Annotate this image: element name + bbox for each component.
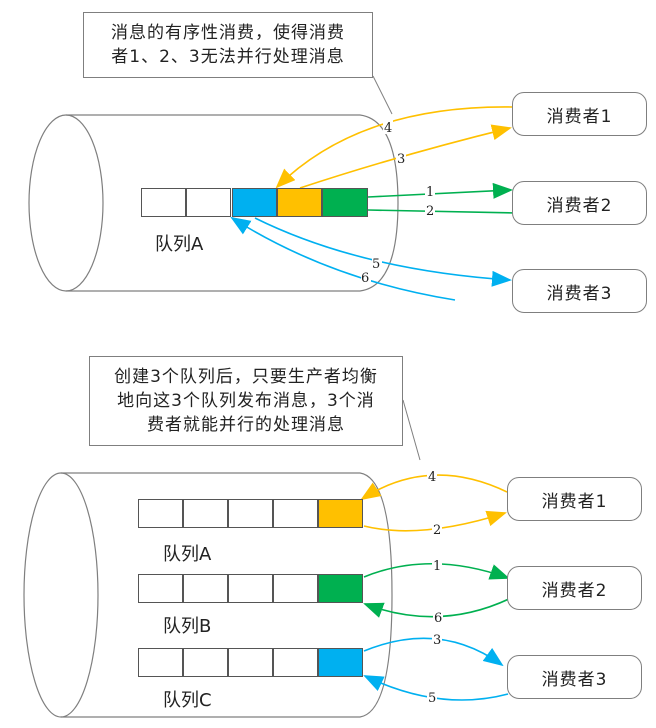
consumer-3: 消费者3 <box>507 655 642 699</box>
consumer-2: 消费者2 <box>507 566 642 610</box>
callout-line: 者1、2、3无法并行处理消息 <box>111 47 345 67</box>
top-arrows <box>230 106 518 301</box>
top-cylinder <box>28 114 399 292</box>
arrow-label-6: 6 <box>361 271 369 286</box>
arrow-label-5: 5 <box>428 691 436 706</box>
queue-cell <box>138 499 183 528</box>
callout-line: 消息的有序性消费，使得消费 <box>111 23 345 43</box>
queue-cell-orange <box>318 499 363 528</box>
arrow-label-2: 2 <box>433 523 441 538</box>
arrow-label-1: 1 <box>433 559 441 574</box>
arrow-6 <box>230 216 456 301</box>
queue-cell <box>183 648 228 677</box>
bottom-arrow-labels: 4 2 1 6 3 5 <box>427 469 443 706</box>
queue-cell-blue <box>318 648 363 677</box>
cylinder-end-ellipse <box>23 472 99 718</box>
queue-cell-green <box>318 574 363 603</box>
arrow-4 <box>275 106 513 189</box>
arrow-label-1: 1 <box>426 185 434 200</box>
consumer-2: 消费者2 <box>512 181 647 225</box>
queue-label: 队列B <box>163 616 212 637</box>
queue-label: 队列C <box>163 690 212 711</box>
queue-cell-blue <box>232 188 277 217</box>
top-callout: 消息的有序性消费，使得消费 者1、2、3无法并行处理消息 <box>83 12 373 78</box>
callout-pointer <box>372 75 393 115</box>
top-arrow-labels: 1 2 3 4 5 6 <box>361 120 435 286</box>
arrow-5 <box>254 217 512 287</box>
arrow-label-6: 6 <box>434 611 442 626</box>
queue-cell <box>183 499 228 528</box>
queue-label: 队列A <box>155 234 204 255</box>
queue-cell <box>141 188 186 217</box>
queue-cell <box>273 574 318 603</box>
arrow-5 <box>363 675 509 701</box>
callout-line: 费者就能并行的处理消息 <box>146 415 345 435</box>
bottom-callout: 创建3个队列后，只要生产者均衡 地向这3个队列发布消息，3个消 费者就能并行的处… <box>89 356 403 446</box>
consumer-1: 消费者1 <box>512 92 647 136</box>
arrow-1 <box>367 182 513 199</box>
queue-cell <box>138 574 183 603</box>
arrow-2 <box>363 510 507 532</box>
arrow-label-4: 4 <box>384 121 392 136</box>
arrow-label-5: 5 <box>372 257 380 272</box>
arrow-label-2: 2 <box>426 204 434 219</box>
arrow-2 <box>367 209 518 214</box>
queue-cell <box>228 574 273 603</box>
callout-line: 地向这3个队列发布消息，3个消 <box>117 391 375 411</box>
queue-cell <box>228 499 273 528</box>
arrow-label-4: 4 <box>428 470 436 485</box>
consumer-3: 消费者3 <box>512 269 647 313</box>
callout-pointer <box>402 399 421 461</box>
queue-cell <box>138 648 183 677</box>
arrow-label-3: 3 <box>397 152 405 167</box>
queue-cell <box>186 188 231 217</box>
consumer-1: 消费者1 <box>507 477 642 521</box>
cylinder-body <box>61 472 393 718</box>
queue-cell <box>273 499 318 528</box>
queue-cell <box>273 648 318 677</box>
queue-label: 队列A <box>163 544 212 565</box>
cylinder-end-ellipse <box>28 114 104 292</box>
callout-line: 创建3个队列后，只要生产者均衡 <box>114 367 378 387</box>
cylinder-body <box>66 114 399 292</box>
queue-cell <box>228 648 273 677</box>
arrow-label-3: 3 <box>433 633 441 648</box>
queue-cell-green <box>322 188 368 217</box>
queue-cell-orange <box>277 188 322 217</box>
bottom-cylinder <box>23 472 393 718</box>
queue-cell <box>183 574 228 603</box>
